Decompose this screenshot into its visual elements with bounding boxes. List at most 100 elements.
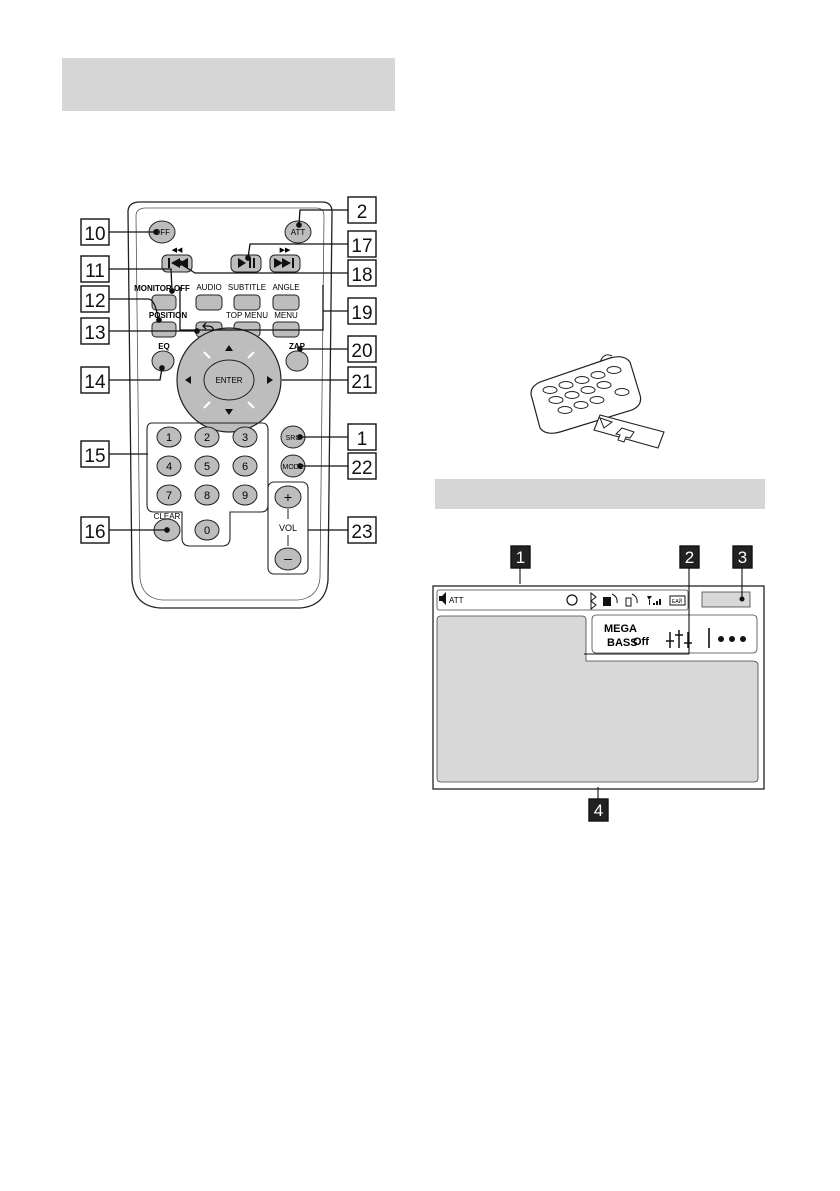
callout-number: 18 [351,265,372,286]
digit-label: 7 [166,490,172,502]
display-diagram: ATT ЕАЙ [433,586,764,789]
callout-number: 17 [351,236,372,257]
digit-button-5[interactable]: 5 [195,456,219,476]
callout-number: 21 [351,372,372,393]
mega-bass-state: Off [633,636,649,648]
callout-4: 4 [589,799,608,821]
monitor-off-label: MONITOR OFF [134,284,190,293]
mini-remote-button [590,397,604,404]
audio-label: AUDIO [196,283,221,292]
digit-button-1[interactable]: 1 [157,427,181,447]
callout-20: 20 [348,336,376,362]
audio-button[interactable] [196,295,222,310]
callout-number: 10 [84,224,105,245]
status-att-label: ATT [449,596,464,605]
phone-icon [603,597,611,606]
callout-number: 3 [738,548,747,567]
callout-number: 15 [84,446,105,467]
callout-1: 1 [348,424,376,450]
callout-number: 2 [685,548,694,567]
top-menu-label: TOP MENU [226,311,268,320]
callout-number: 13 [84,323,105,344]
digit-label: 0 [204,525,210,537]
digit-button-7[interactable]: 7 [157,485,181,505]
next-track-button[interactable] [270,255,300,272]
callout-number: 1 [357,429,368,450]
mini-remote-button [597,382,611,389]
digit-button-3[interactable]: 3 [233,427,257,447]
mini-remote-button [591,372,605,379]
callout-21: 21 [348,367,376,393]
callout-number: 19 [351,303,372,324]
position-button[interactable] [152,322,176,337]
digit-label: 2 [204,432,210,444]
callout-18: 18 [348,260,376,286]
callout-number: 14 [84,372,106,393]
minus-label: – [284,550,292,566]
mega-label: MEGA [604,623,637,635]
callout-22: 22 [348,453,376,479]
volume-down-button[interactable]: – [275,548,301,570]
callout-10: 10 [81,219,109,245]
callout-15: 15 [81,441,109,467]
callout-1: 1 [511,546,530,568]
digit-button-4[interactable]: 4 [157,456,181,476]
digit-label: 8 [204,490,210,502]
equalizer-icon[interactable] [666,630,692,648]
digit-label: 1 [166,432,172,444]
mini-remote-button [559,382,573,389]
rewind-label: ◀◀ [172,247,183,254]
callout-number: 11 [85,261,105,282]
callout-2: 2 [348,197,376,223]
volume-up-button[interactable]: + [275,486,301,508]
eq-label: EQ [158,342,170,351]
mini-remote-button [549,397,563,404]
enter-button[interactable]: ENTER [204,360,254,400]
callout-23: 23 [348,517,376,543]
more-options-icon[interactable] [718,636,746,642]
battery-insertion-illustration [531,355,664,448]
callout-19: 19 [348,298,376,324]
menu-label: MENU [274,311,298,320]
mini-remote-button [574,402,588,409]
mini-remote-button [565,392,579,399]
callout-2: 2 [680,546,699,568]
digit-label: 5 [204,461,210,473]
position-label: POSITION [149,311,187,320]
callout-17: 17 [348,231,376,257]
callout-number: 16 [84,522,105,543]
fastforward-label: ▶▶ [280,247,291,254]
digit-button-6[interactable]: 6 [233,456,257,476]
mini-remote-button [607,367,621,374]
digit-button-9[interactable]: 9 [233,485,257,505]
subtitle-button[interactable] [234,295,260,310]
digit-button-8[interactable]: 8 [195,485,219,505]
callout-number: 12 [84,291,105,312]
callout-number: 22 [351,458,372,479]
battery-label: ЕАЙ [672,597,683,605]
angle-button[interactable] [273,295,299,310]
digit-button-0[interactable]: 0 [195,520,219,540]
digit-label: 3 [242,432,248,444]
callout-number: 1 [516,548,525,567]
mini-remote-button [558,407,572,414]
enter-label: ENTER [215,376,242,385]
callout-13: 13 [81,318,109,344]
remote-illustration: OFF ATT ◀◀ ▶▶ [128,202,332,608]
plus-label: + [284,489,292,505]
mini-remote-button [575,377,589,384]
callout-14: 14 [81,367,109,393]
digit-button-2[interactable]: 2 [195,427,219,447]
zap-button[interactable] [286,351,308,371]
vol-label: VOL [279,523,297,533]
callout-number: 20 [351,341,372,362]
callout-11: 11 [81,256,109,282]
callout-number: 2 [357,202,368,223]
subtitle-label: SUBTITLE [228,283,266,292]
digit-label: 4 [166,461,172,473]
callout-16: 16 [81,517,109,543]
mini-remote-button [615,389,629,396]
digit-label: 6 [242,461,248,473]
